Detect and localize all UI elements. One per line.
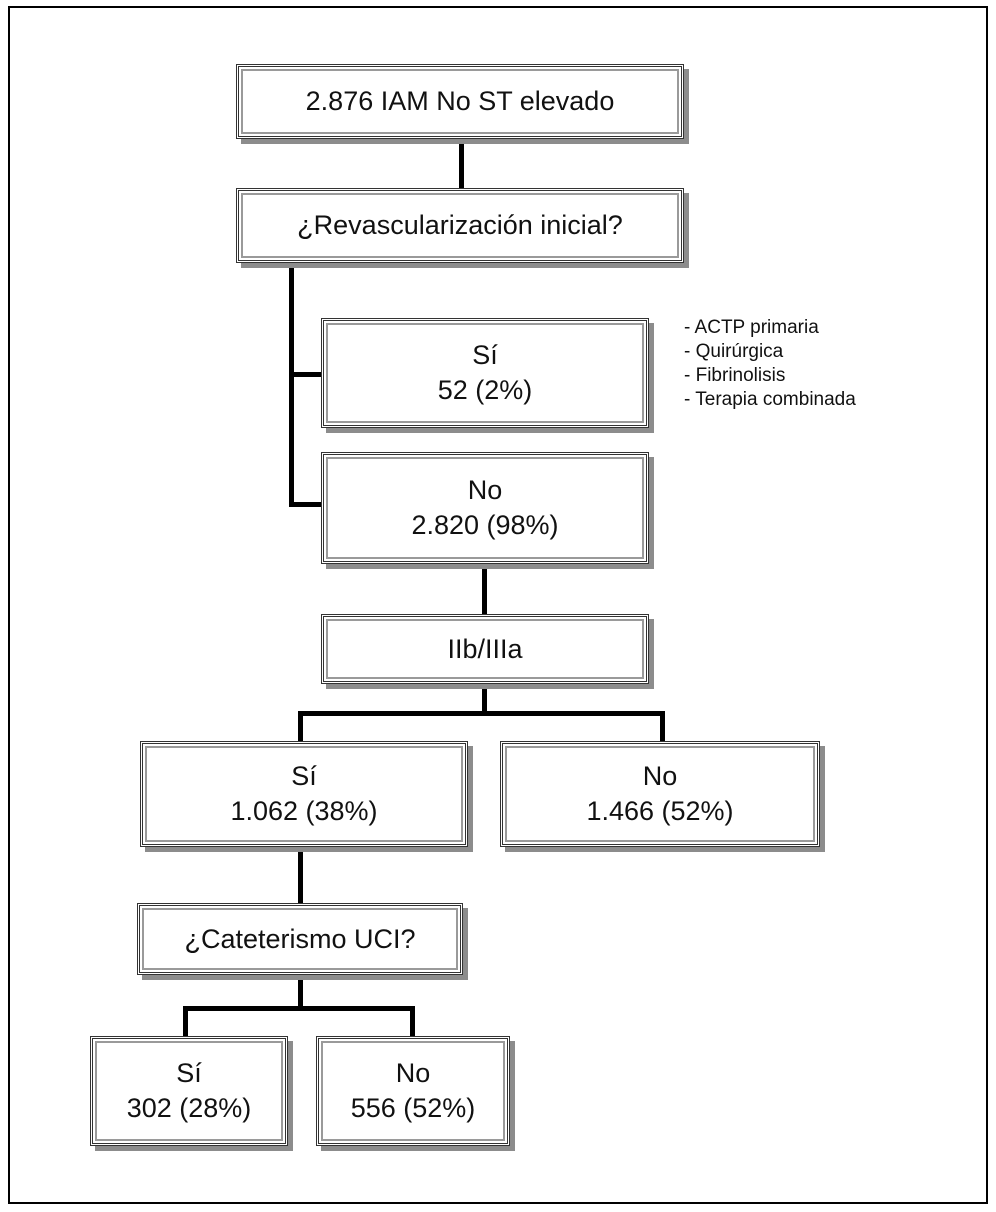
iib-iiia-box: IIb/IIIa <box>321 614 649 684</box>
revascularization-methods-list: - ACTP primaria - Quirúrgica - Fibrinoli… <box>684 316 856 412</box>
iib-no-box: No 1.466 (52%) <box>500 741 820 847</box>
connector-no-iib <box>482 563 487 616</box>
revascularization-question-label: ¿Revascularización inicial? <box>297 210 623 240</box>
iib-iiia-label: IIb/IIIa <box>447 633 523 664</box>
catheterization-no-title: No <box>395 1058 431 1088</box>
connector-iib-hbar <box>298 711 665 716</box>
catheterization-si-value: 302 (28%) <box>126 1093 252 1123</box>
connector-iib-no <box>660 711 665 744</box>
catheterization-no-value: 556 (52%) <box>350 1093 476 1123</box>
revascularization-no-title: No <box>467 475 503 505</box>
connector-trunk-no <box>289 502 324 507</box>
connector-si-question2 <box>298 846 303 906</box>
connector-question2-down <box>298 974 303 1009</box>
method-item: - ACTP primaria <box>684 317 819 338</box>
method-item: - Fibrinolisis <box>684 365 786 386</box>
connector-iib-down <box>482 683 487 715</box>
diagram-frame <box>8 6 988 1204</box>
connector-root-question <box>459 138 464 190</box>
catheterization-no-box: No 556 (52%) <box>316 1036 510 1146</box>
revascularization-si-box: Sí 52 (2%) <box>321 318 649 428</box>
connector-cat-si <box>183 1006 188 1040</box>
iib-no-value: 1.466 (52%) <box>586 796 734 826</box>
revascularization-si-value: 52 (2%) <box>437 375 533 405</box>
catheterization-question-label: ¿Cateterismo UCI? <box>184 923 416 954</box>
method-item: - Quirúrgica <box>684 341 784 362</box>
catheterization-si-title: Sí <box>176 1058 202 1088</box>
iib-si-title: Sí <box>291 761 317 791</box>
iib-no-title: No <box>642 761 678 791</box>
iib-si-value: 1.062 (38%) <box>230 796 378 826</box>
catheterization-si-box: Sí 302 (28%) <box>90 1036 288 1146</box>
connector-cat-hbar <box>183 1006 415 1011</box>
revascularization-no-box: No 2.820 (98%) <box>321 452 649 564</box>
connector-question-trunk <box>289 262 294 506</box>
iib-si-box: Sí 1.062 (38%) <box>140 741 468 847</box>
revascularization-si-title: Sí <box>472 340 498 370</box>
connector-trunk-si <box>289 372 324 377</box>
revascularization-question-box: ¿Revascularización inicial? <box>236 188 684 263</box>
root-box: 2.876 IAM No ST elevado <box>236 64 684 139</box>
connector-iib-si <box>298 711 303 744</box>
catheterization-question-box: ¿Cateterismo UCI? <box>137 903 463 975</box>
method-item: - Terapia combinada <box>684 389 856 410</box>
revascularization-no-value: 2.820 (98%) <box>411 510 559 540</box>
connector-cat-no <box>410 1006 415 1040</box>
root-label: 2.876 IAM No ST elevado <box>305 86 615 116</box>
